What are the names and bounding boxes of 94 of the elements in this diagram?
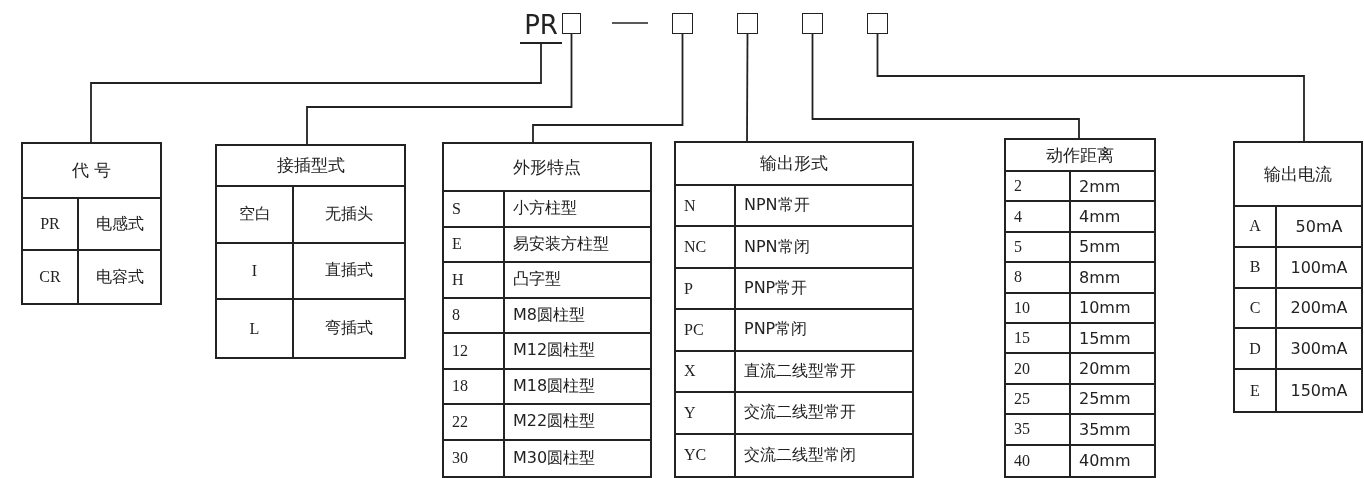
code-cell: PC xyxy=(676,310,736,350)
code-cell: 4 xyxy=(1006,202,1071,231)
code-cell: X xyxy=(676,351,736,392)
table-header: 代 号 xyxy=(23,144,160,199)
value-cell-text: 直插式 xyxy=(324,259,374,282)
code-cell: D xyxy=(1235,329,1277,369)
value-cell-text: 150mA xyxy=(1289,380,1349,403)
connector-line xyxy=(876,33,1305,142)
spec-table xyxy=(1233,141,1363,413)
value-cell-text: 50mA xyxy=(1294,215,1344,238)
code-cell: 40 xyxy=(1006,445,1071,476)
code-cell: 18 xyxy=(444,369,505,403)
code-cell: S xyxy=(444,192,505,226)
value-cell-text: M22圆柱型 xyxy=(512,410,597,433)
code-cell: YC xyxy=(676,434,736,476)
value-cell-text: PNP常闭 xyxy=(743,318,809,341)
value-cell-text: 交流二线型常闭 xyxy=(743,443,857,466)
value-cell-text: 5mm xyxy=(1078,236,1122,259)
value-cell-text: 小方柱型 xyxy=(512,197,578,220)
code-cell: 8 xyxy=(444,298,505,332)
value-cell-text: 15mm xyxy=(1078,327,1132,350)
code-cell: B xyxy=(1235,247,1277,287)
code-cell: H xyxy=(444,263,505,297)
connector-line xyxy=(90,43,542,143)
value-cell-text: 弯插式 xyxy=(324,317,374,340)
blank-square xyxy=(672,13,693,34)
code-cell: 12 xyxy=(444,334,505,368)
value-cell-text: 8mm xyxy=(1078,266,1122,289)
code-cell: C xyxy=(1235,288,1277,328)
code-cell: 8 xyxy=(1006,263,1071,292)
value-cell-text: 易安装方柱型 xyxy=(512,232,610,255)
code-cell: E xyxy=(444,227,505,261)
value-cell-text: PNP常开 xyxy=(743,277,809,300)
code-cell: PR xyxy=(23,199,79,249)
connector-line xyxy=(306,33,573,145)
code-cell: Y xyxy=(676,393,736,433)
code-cell: 空白 xyxy=(217,187,294,242)
value-cell-text: 电容式 xyxy=(94,265,145,288)
value-cell-text: 35mm xyxy=(1078,418,1132,441)
code-cell: 5 xyxy=(1006,232,1071,262)
value-cell-text: M18圆柱型 xyxy=(512,374,597,397)
table-header: 接插型式 xyxy=(217,146,404,187)
spec-table xyxy=(1004,138,1156,478)
value-cell-text: 电感式 xyxy=(94,212,145,235)
table-header: 输出形式 xyxy=(676,143,912,186)
code-cell: 20 xyxy=(1006,354,1071,383)
code-cell: E xyxy=(1235,370,1277,411)
value-cell-text: 40mm xyxy=(1078,450,1132,473)
value-cell-text: NPN常开 xyxy=(743,194,811,217)
blank-square xyxy=(802,13,823,34)
value-cell-text: M8圆柱型 xyxy=(512,303,586,326)
value-cell-text: 20mm xyxy=(1078,358,1132,381)
code-cell: 25 xyxy=(1006,384,1071,414)
value-cell-text: 直流二线型常开 xyxy=(743,359,857,382)
table-header: 外形特点 xyxy=(444,144,650,192)
value-cell-text: 4mm xyxy=(1078,206,1122,229)
value-cell-text: 无插头 xyxy=(324,202,374,225)
code-cell: P xyxy=(676,268,736,309)
connector-line xyxy=(811,33,1080,139)
value-cell-text: NPN常闭 xyxy=(743,235,811,258)
code-cell: 30 xyxy=(444,440,505,476)
code-cell: N xyxy=(676,186,736,226)
value-cell-text: 凸字型 xyxy=(512,268,562,291)
code-cell: L xyxy=(217,300,294,357)
connector-line xyxy=(532,33,684,143)
value-cell-text: 交流二线型常开 xyxy=(743,401,857,424)
value-cell-text: 100mA xyxy=(1289,256,1349,279)
code-cell: 10 xyxy=(1006,293,1071,322)
value-cell-text: 10mm xyxy=(1078,297,1132,320)
blank-square xyxy=(737,13,758,34)
spec-table xyxy=(442,142,652,478)
spec-table xyxy=(215,144,406,359)
table-header: 输出电流 xyxy=(1235,143,1361,207)
table-header: 动作距离 xyxy=(1006,140,1154,172)
code-cell: 2 xyxy=(1006,172,1071,201)
code-cell: 22 xyxy=(444,405,505,439)
value-cell-text: 2mm xyxy=(1078,175,1122,198)
blank-square xyxy=(867,13,888,34)
spec-table xyxy=(674,141,914,478)
value-cell-text: 300mA xyxy=(1289,338,1349,361)
value-cell-text: 200mA xyxy=(1289,297,1349,320)
code-cell: A xyxy=(1235,207,1277,246)
value-cell-text: 25mm xyxy=(1078,388,1132,411)
connector-line xyxy=(746,33,749,142)
value-cell-text: M30圆柱型 xyxy=(512,446,597,469)
code-cell: 35 xyxy=(1006,415,1071,444)
code-cell: NC xyxy=(676,227,736,267)
blank-square xyxy=(562,13,581,34)
model-prefix-text: PR xyxy=(520,8,562,44)
value-cell-text: M12圆柱型 xyxy=(512,339,597,362)
code-cell: CR xyxy=(23,251,79,303)
spec-table xyxy=(21,142,162,305)
code-cell: 15 xyxy=(1006,323,1071,353)
code-cell: I xyxy=(217,243,294,299)
